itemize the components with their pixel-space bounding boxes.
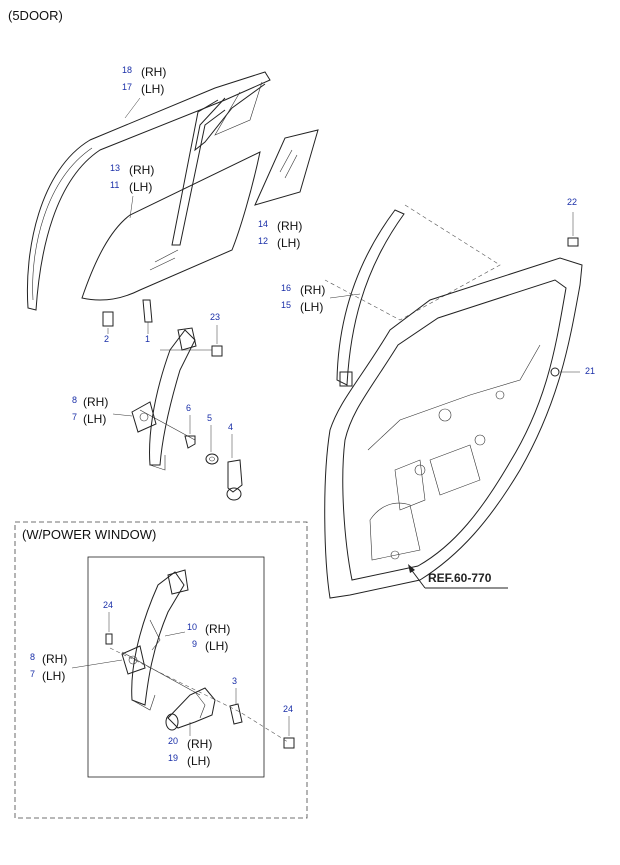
part-number-11: 11 bbox=[110, 180, 119, 190]
glass-holder-2 bbox=[102, 311, 114, 327]
reference-callout: REF.60-770 bbox=[408, 564, 508, 589]
label-8-7-power: 8 (RH) 7 (LH) bbox=[30, 652, 123, 683]
part-number-15: 15 bbox=[281, 300, 291, 310]
side-label-lh: (LH) bbox=[42, 669, 65, 683]
part-number-8-power: 8 bbox=[30, 652, 35, 662]
part-number-9: 9 bbox=[192, 639, 197, 649]
part-number-20: 20 bbox=[168, 736, 178, 746]
reference-label: REF.60-770 bbox=[428, 571, 492, 585]
part-number-18: 18 bbox=[122, 65, 132, 75]
label-18-17: 18 (RH) 17 (LH) bbox=[122, 65, 166, 119]
side-label-rh: (RH) bbox=[129, 163, 154, 177]
manual-window-regulator bbox=[131, 327, 212, 471]
side-label-lh: (LH) bbox=[129, 180, 152, 194]
power-window-regulator bbox=[121, 569, 201, 711]
part-number-7: 7 bbox=[72, 412, 77, 422]
label-16-15: 16 (RH) 15 (LH) bbox=[281, 283, 361, 314]
side-label-lh: (LH) bbox=[187, 754, 210, 768]
clip-6 bbox=[184, 435, 196, 449]
part-number-6: 6 bbox=[186, 403, 191, 413]
glass-holder-1 bbox=[142, 299, 153, 323]
bolt-24-upper bbox=[105, 612, 113, 645]
power-window-label: (W/POWER WINDOW) bbox=[22, 527, 156, 542]
side-label-rh: (RH) bbox=[83, 395, 108, 409]
label-13-11: 13 (RH) 11 (LH) bbox=[110, 163, 154, 219]
part-number-22: 22 bbox=[567, 197, 577, 207]
bolt-24-lower bbox=[283, 716, 295, 749]
part-number-8: 8 bbox=[72, 395, 77, 405]
quarter-glass bbox=[254, 129, 319, 206]
side-label-lh: (LH) bbox=[83, 412, 106, 426]
side-label-lh: (LH) bbox=[277, 236, 300, 250]
part-number-4: 4 bbox=[228, 422, 233, 432]
rear-door-panel bbox=[324, 257, 583, 599]
label-20-19: 20 (RH) 19 (LH) bbox=[168, 722, 212, 768]
part-number-5: 5 bbox=[207, 413, 212, 423]
side-label-rh: (RH) bbox=[205, 622, 230, 636]
part-number-12: 12 bbox=[258, 236, 268, 246]
washer-5 bbox=[205, 453, 219, 465]
label-14-12: 14 (RH) 12 (LH) bbox=[258, 219, 302, 250]
part-number-23: 23 bbox=[210, 312, 220, 322]
bolt-22 bbox=[567, 212, 579, 247]
side-label-rh: (RH) bbox=[187, 737, 212, 751]
power-window-inner-frame bbox=[87, 556, 265, 778]
power-window-motor bbox=[165, 687, 216, 731]
part-number-7-power: 7 bbox=[30, 669, 35, 679]
part-number-13: 13 bbox=[110, 163, 120, 173]
label-8-7-manual: 8 (RH) 7 (LH) bbox=[72, 395, 133, 426]
side-label-lh: (LH) bbox=[300, 300, 323, 314]
power-window-group-frame bbox=[14, 521, 308, 819]
center-sash-channel bbox=[336, 209, 405, 387]
side-label-rh: (RH) bbox=[42, 652, 67, 666]
side-label-lh: (LH) bbox=[205, 639, 228, 653]
side-label-rh: (RH) bbox=[300, 283, 325, 297]
bolt-21 bbox=[550, 367, 580, 377]
bolt-23 bbox=[211, 325, 223, 357]
side-label-lh: (LH) bbox=[141, 82, 164, 96]
part-number-21: 21 bbox=[585, 366, 595, 376]
part-number-24-lower: 24 bbox=[283, 704, 293, 714]
part-number-14: 14 bbox=[258, 219, 268, 229]
part-number-16: 16 bbox=[281, 283, 291, 293]
part-number-19: 19 bbox=[168, 753, 178, 763]
side-label-rh: (RH) bbox=[277, 219, 302, 233]
bolt-3 bbox=[229, 688, 243, 725]
side-label-rh: (RH) bbox=[141, 65, 166, 79]
part-number-17: 17 bbox=[122, 82, 132, 92]
part-number-1: 1 bbox=[145, 334, 150, 344]
diagram-title: (5DOOR) bbox=[8, 8, 63, 23]
part-number-10: 10 bbox=[187, 622, 197, 632]
part-number-3: 3 bbox=[232, 676, 237, 686]
part-number-2: 2 bbox=[104, 334, 109, 344]
part-number-24-upper: 24 bbox=[103, 600, 113, 610]
regulator-handle-4 bbox=[226, 459, 243, 501]
door-glass bbox=[81, 151, 261, 301]
label-10-9: 10 (RH) 9 (LH) bbox=[164, 622, 230, 653]
door-glass-run-channel bbox=[26, 71, 271, 311]
